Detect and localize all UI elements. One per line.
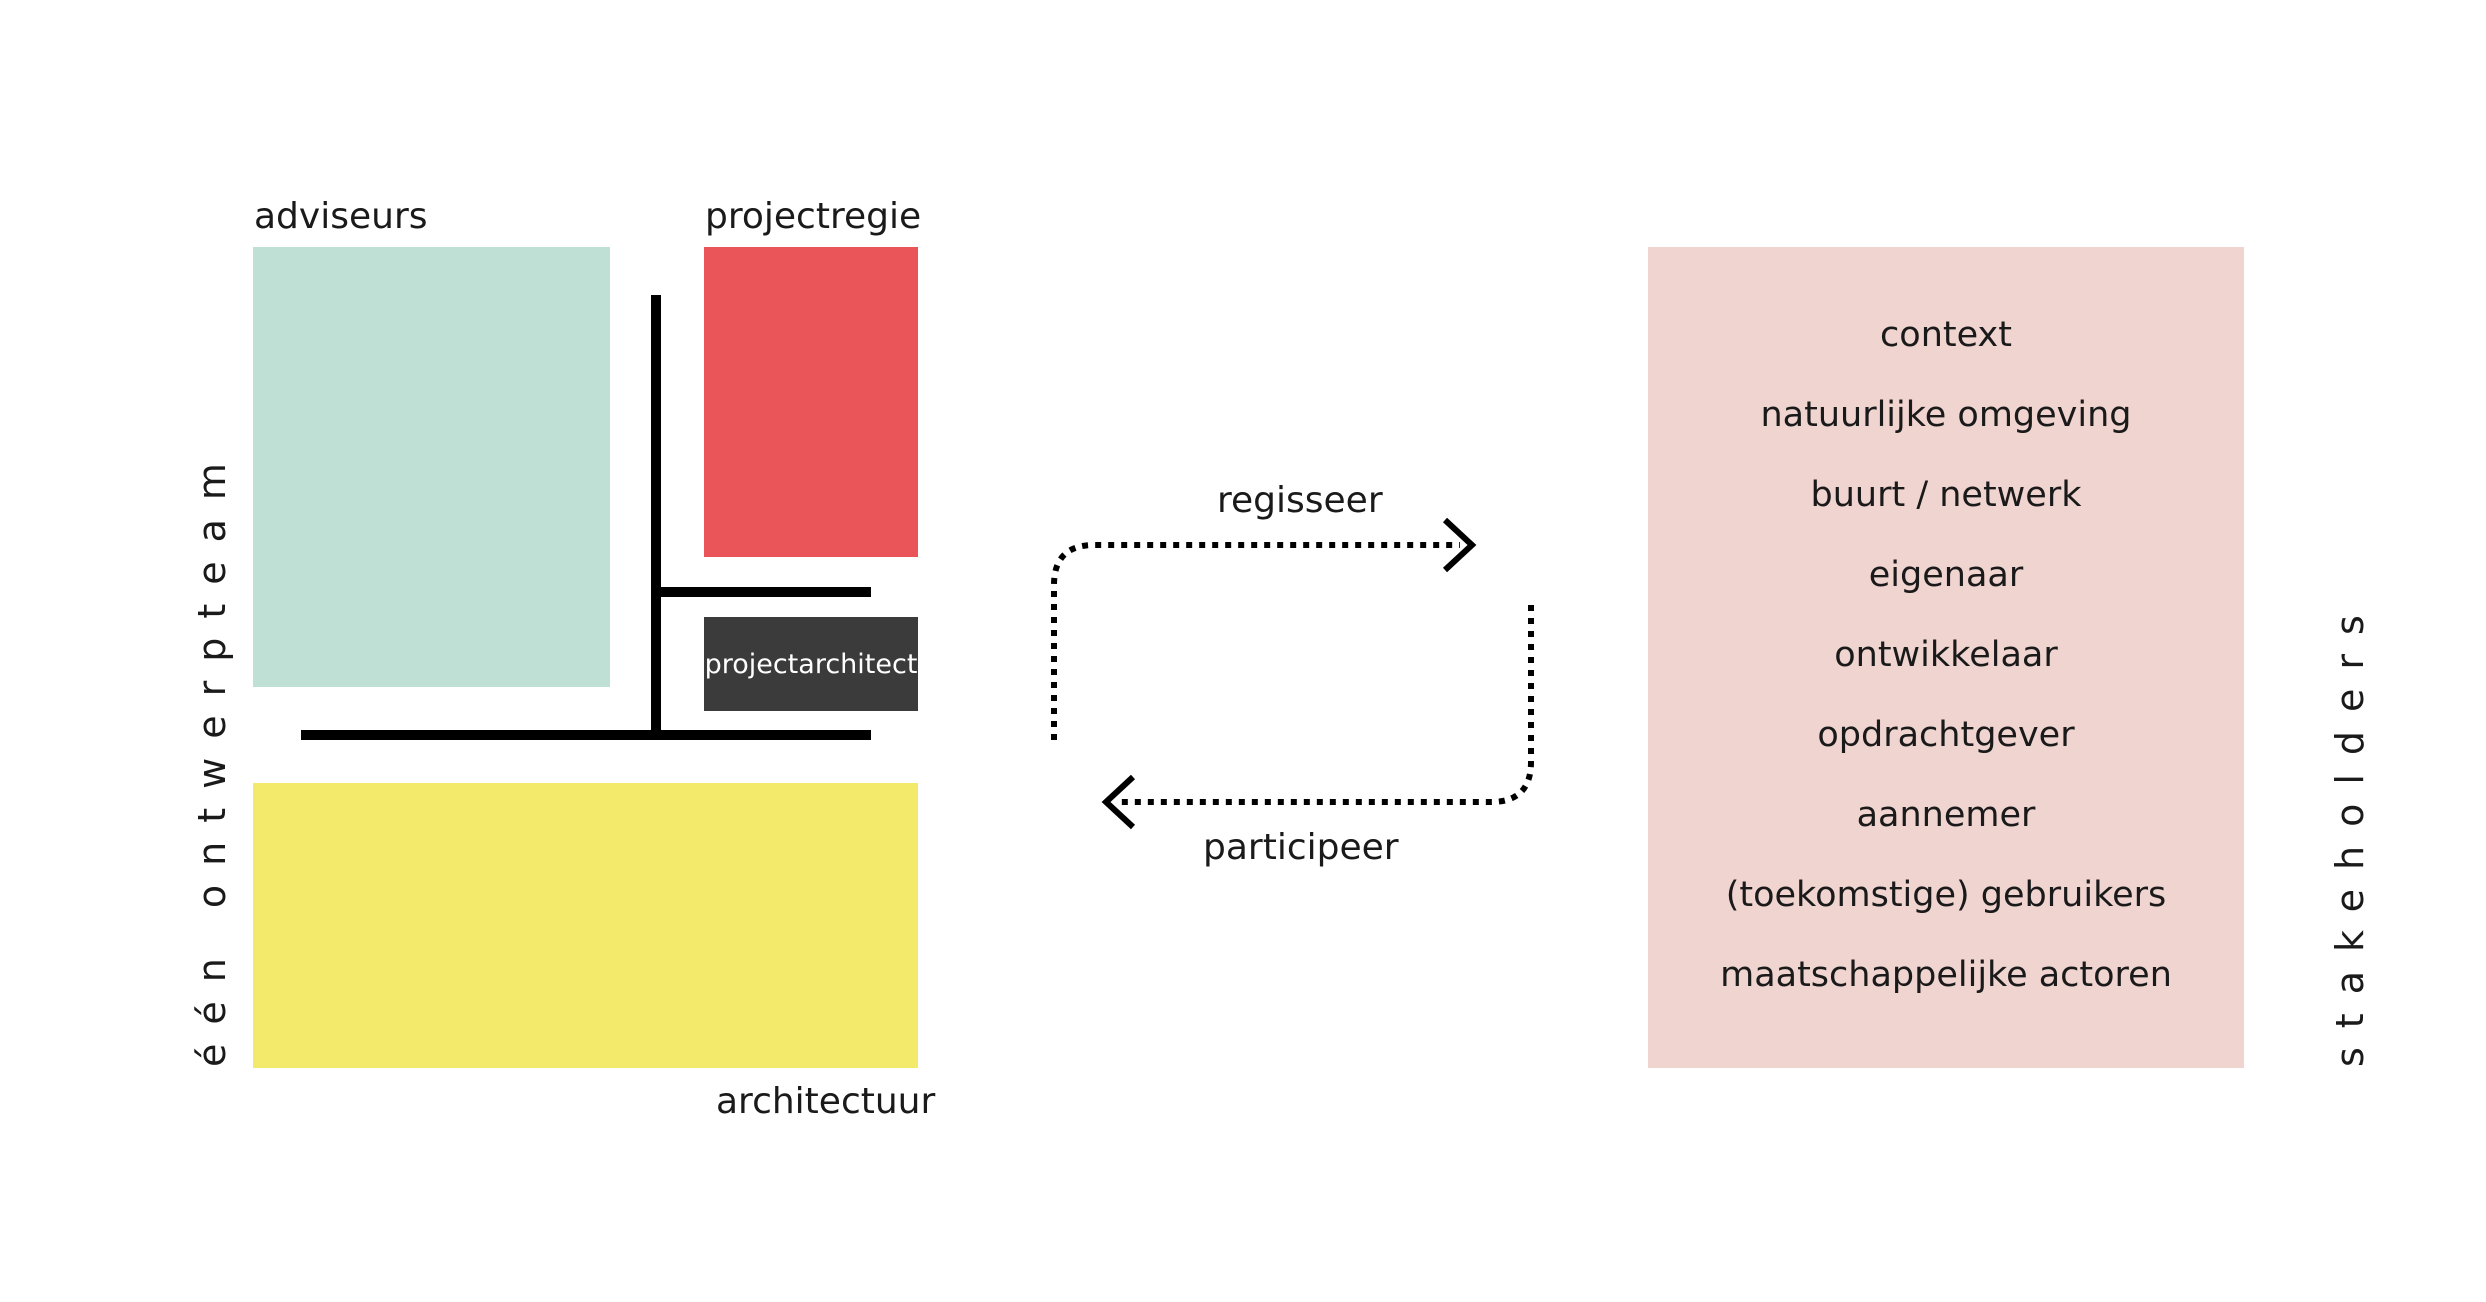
stakeholders-side-label: stakeholders [2328,596,2372,1067]
divider-vertical-bar [651,295,661,735]
stakeholder-item: context [1880,315,2012,355]
regisseer-arrowhead-icon [1442,517,1477,573]
adviseurs-label: adviseurs [254,196,428,237]
architectuur-label: architectuur [716,1081,936,1122]
projectregie-label: projectregie [705,196,922,237]
stakeholders-box: context natuurlijke omgeving buurt / net… [1648,247,2244,1068]
divider-lower-bar [301,730,871,740]
projectarchitect-label: projectarchitect [704,648,918,680]
projectarchitect-block: projectarchitect [704,617,918,711]
stakeholders-list: context natuurlijke omgeving buurt / net… [1648,315,2244,1035]
participeer-arrowhead-icon [1101,774,1136,830]
projectregie-block [704,247,918,557]
stakeholder-item: maatschappelijke actoren [1720,955,2172,995]
divider-upper-bar [656,587,871,597]
participeer-arrow [1116,605,1534,805]
regisseer-label: regisseer [1217,480,1383,521]
architectuur-block [253,783,918,1068]
stakeholder-item: ontwikkelaar [1834,635,2058,675]
stakeholder-item: aannemer [1856,795,2036,835]
stakeholder-item: opdrachtgever [1817,715,2075,755]
adviseurs-block [253,247,610,687]
stakeholder-item: natuurlijke omgeving [1760,395,2132,435]
stakeholder-item: (toekomstige) gebruikers [1725,875,2167,915]
stakeholder-item: buurt / netwerk [1810,475,2082,515]
regisseer-arrow [1051,542,1460,740]
stakeholder-item: eigenaar [1868,555,2024,595]
participeer-label: participeer [1203,827,1399,868]
